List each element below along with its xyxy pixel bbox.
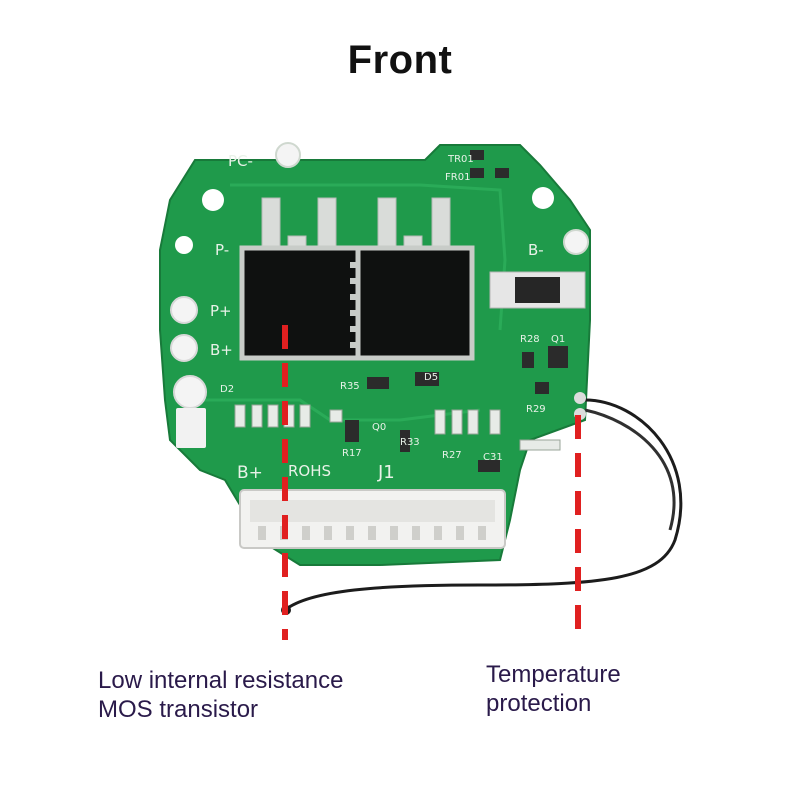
b-minus-label: B-	[528, 241, 544, 259]
fr01-label: FR01	[445, 172, 470, 183]
c31-label: C31	[483, 452, 503, 463]
ntc-wire	[284, 398, 683, 612]
r33-label: R33	[400, 437, 420, 448]
mounting-hole	[532, 187, 554, 209]
tr01-label: TR01	[447, 154, 474, 165]
solder-pad	[176, 408, 206, 448]
p-plus-label: P+	[210, 302, 232, 320]
mos-caption-line2: MOS transistor	[98, 696, 259, 723]
pad-hole	[170, 334, 198, 362]
smd-components	[345, 150, 568, 472]
r35-label: R35	[340, 381, 360, 392]
temperature-caption-line2: protection	[486, 690, 592, 717]
d5-label: D5	[424, 372, 438, 383]
mounting-hole	[202, 189, 224, 211]
mounting-hole	[175, 236, 193, 254]
mos-caption-line1: Low internal resistance	[98, 667, 344, 694]
p-minus-label: P-	[215, 241, 229, 259]
mounting-hole	[275, 142, 301, 168]
b-plus-left-label: B+	[210, 341, 233, 359]
mos-caption: Low internal resistance MOS transistor	[98, 666, 398, 724]
mounting-hole	[563, 229, 589, 255]
r28-label: R28	[520, 334, 540, 345]
jst-connector	[239, 489, 506, 549]
mosfet-tabs	[261, 197, 451, 259]
temperature-caption-line1: Temperature	[486, 661, 621, 688]
page-title: Front	[347, 38, 453, 82]
pad-hole	[170, 296, 198, 324]
mosfet-right	[355, 245, 475, 361]
pad-hole	[173, 375, 207, 409]
connector-label: J1	[377, 462, 395, 483]
d2-label: D2	[220, 384, 234, 395]
q0-label: Q0	[372, 422, 386, 433]
r29-label: R29	[526, 404, 546, 415]
rohs-label: ROHS	[288, 462, 331, 480]
mosfet-left	[239, 245, 363, 361]
r27-label: R27	[442, 450, 462, 461]
q1-label: Q1	[551, 334, 565, 345]
pc-minus-label: PC-	[228, 152, 253, 170]
b-plus-bottom-label: B+	[237, 463, 263, 483]
temperature-caption: Temperature protection	[486, 660, 686, 718]
r17-label: R17	[342, 448, 362, 459]
